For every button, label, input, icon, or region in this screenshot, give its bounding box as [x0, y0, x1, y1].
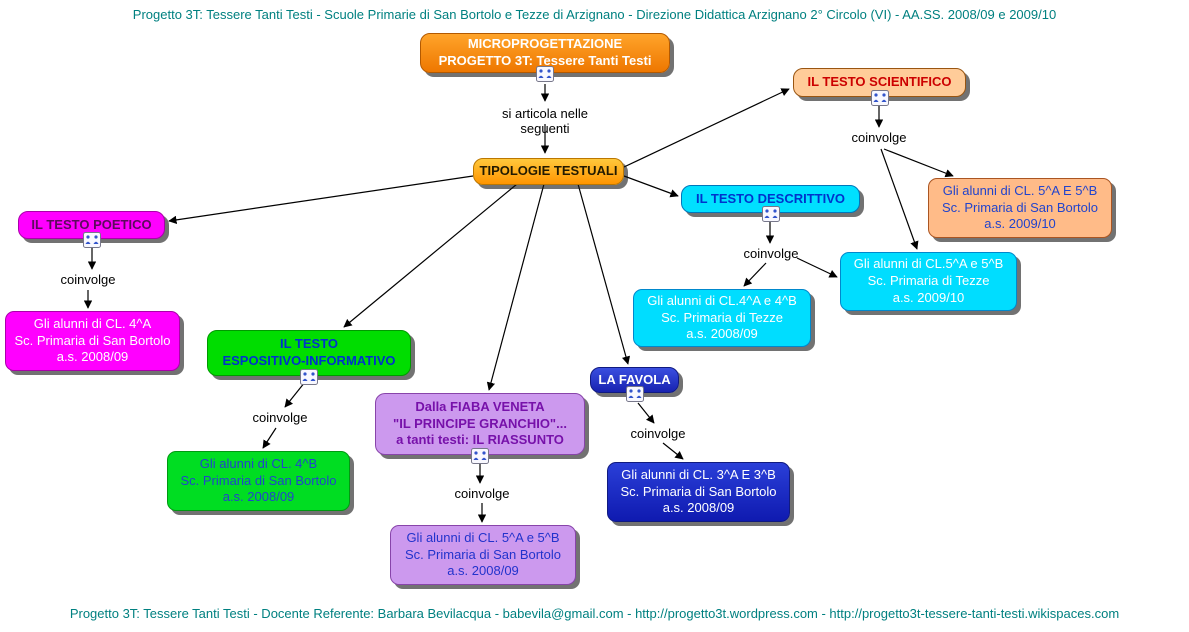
linking-phrase-coinvolge: coinvolge: [743, 246, 799, 261]
resource-group-icon[interactable]: [870, 90, 889, 106]
student-line: Gli alunni di CL.4^A e 4^B: [647, 292, 797, 308]
node-label: IL TESTO DESCRITTIVO: [695, 190, 846, 206]
student-line: Sc. Primaria di San Bortolo: [180, 472, 337, 488]
node-label: TIPOLOGIE TESTUALI: [479, 163, 618, 179]
node-label: MICROPROGETTAZIONE: [467, 36, 623, 52]
node-label: PROGETTO 3T: Tessere Tanti Testi: [438, 53, 652, 68]
node-alunni-5a-5b-san-bortolo-0910[interactable]: Gli alunni di CL. 5^A E 5^B Sc. Primaria…: [928, 178, 1112, 238]
student-line: Gli alunni di CL.5^A e 5^B: [853, 256, 1004, 272]
linking-phrase-coinvolge: coinvolge: [252, 410, 308, 425]
node-alunni-4b-san-bortolo-0809[interactable]: Gli alunni di CL. 4^B Sc. Primaria di Sa…: [167, 451, 350, 511]
node-testo-poetico[interactable]: IL TESTO POETICO: [18, 211, 165, 248]
student-line: Sc. Primaria di San Bortolo: [14, 332, 171, 348]
node-alunni-5a-5b-san-bortolo-0809[interactable]: Gli alunni di CL. 5^A e 5^B Sc. Primaria…: [390, 525, 576, 585]
resource-group-icon[interactable]: [625, 386, 644, 402]
node-label: Dalla FIABA VENETA: [415, 398, 545, 414]
resource-group-icon[interactable]: [82, 232, 101, 248]
linking-phrase-coinvolge: coinvolge: [630, 426, 686, 441]
student-line: Sc. Primaria di San Bortolo: [404, 546, 562, 562]
node-tipologie-testuali[interactable]: TIPOLOGIE TESTUALI: [473, 158, 624, 185]
linking-phrase-coinvolge: coinvolge: [851, 130, 907, 145]
resource-group-icon[interactable]: [761, 206, 780, 222]
node-testo-scientifico[interactable]: IL TESTO SCIENTIFICO: [793, 68, 966, 106]
node-label: "IL PRINCIPE GRANCHIO"...: [393, 415, 567, 431]
student-line: a.s. 2008/09: [447, 563, 519, 579]
resource-group-icon[interactable]: [536, 66, 554, 82]
node-label: ESPOSITIVO-INFORMATIVO: [222, 353, 396, 368]
node-label: LA FAVOLA: [598, 371, 671, 387]
node-alunni-4a-4b-tezze-0809[interactable]: Gli alunni di CL.4^A e 4^B Sc. Primaria …: [633, 289, 811, 347]
map-header-title: Progetto 3T: Tessere Tanti Testi - Scuol…: [132, 7, 1057, 22]
student-line: Gli alunni di CL. 3^A E 3^B: [621, 466, 776, 482]
linking-phrase-si-articola: si articola nelle seguenti: [502, 106, 588, 136]
student-line: a.s. 2008/09: [686, 326, 758, 342]
student-line: a.s. 2009/10: [892, 289, 965, 305]
linking-phrase-coinvolge: coinvolge: [60, 272, 116, 287]
node-alunni-3a-3b-san-bortolo-0809[interactable]: Gli alunni di CL. 3^A E 3^B Sc. Primaria…: [607, 462, 790, 522]
node-alunni-5a-5b-tezze-0910[interactable]: Gli alunni di CL.5^A e 5^B Sc. Primaria …: [840, 252, 1017, 311]
student-line: Gli alunni di CL. 5^A E 5^B: [942, 182, 1098, 198]
student-line: a.s. 2009/10: [984, 216, 1056, 232]
student-line: a.s. 2008/09: [662, 500, 735, 516]
student-line: Sc. Primaria di San Bortolo: [941, 199, 1099, 215]
node-testo-espositivo-informativo[interactable]: IL TESTO ESPOSITIVO-INFORMATIVO: [207, 330, 411, 385]
student-line: Gli alunni di CL. 4^B: [199, 455, 318, 471]
map-footer-credits: Progetto 3T: Tessere Tanti Testi - Docen…: [69, 606, 1120, 621]
student-line: Sc. Primaria di San Bortolo: [620, 483, 777, 499]
resource-group-icon[interactable]: [471, 448, 489, 464]
node-label: IL TESTO SCIENTIFICO: [807, 74, 952, 90]
student-line: a.s. 2008/09: [56, 349, 129, 365]
student-line: a.s. 2008/09: [222, 489, 295, 505]
node-fiaba-veneta-riassunto[interactable]: Dalla FIABA VENETA "IL PRINCIPE GRANCHIO…: [375, 393, 585, 464]
resource-group-icon[interactable]: [300, 369, 318, 385]
student-line: Sc. Primaria di Tezze: [661, 309, 783, 325]
node-microprogettazione[interactable]: MICROPROGETTAZIONE PROGETTO 3T: Tessere …: [420, 33, 670, 82]
node-label: IL TESTO POETICO: [31, 216, 152, 232]
node-label: a tanti testi: IL RIASSUNTO: [396, 432, 564, 448]
student-line: Gli alunni di CL. 4^A: [33, 315, 152, 331]
node-label: IL TESTO: [279, 336, 339, 352]
student-line: Gli alunni di CL. 5^A e 5^B: [406, 529, 560, 545]
node-alunni-4a-san-bortolo-0809[interactable]: Gli alunni di CL. 4^A Sc. Primaria di Sa…: [5, 311, 180, 371]
linking-phrase-coinvolge: coinvolge: [454, 486, 510, 501]
node-la-favola[interactable]: LA FAVOLA: [590, 367, 679, 402]
node-testo-descrittivo[interactable]: IL TESTO DESCRITTIVO: [681, 185, 860, 222]
student-line: Sc. Primaria di Tezze: [867, 273, 990, 289]
